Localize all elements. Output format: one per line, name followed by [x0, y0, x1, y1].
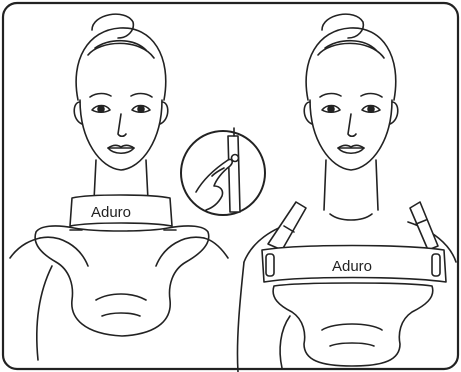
brand-label-right: Aduro: [332, 258, 372, 275]
brand-label-left: Aduro: [91, 204, 131, 221]
control-box: [228, 136, 240, 212]
